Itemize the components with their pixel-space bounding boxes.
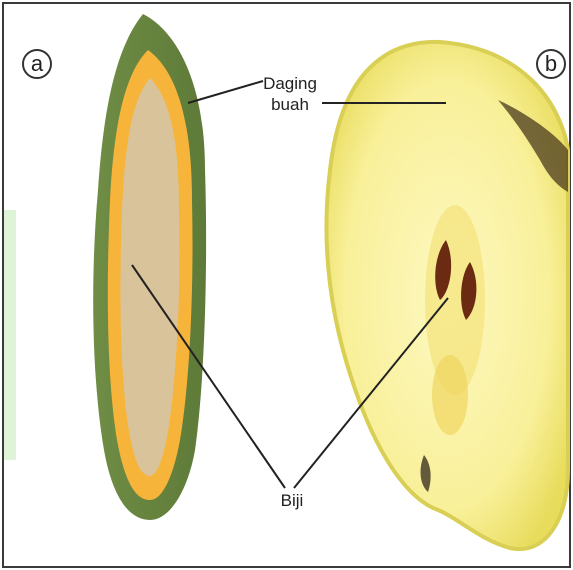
panel-b-label: b — [536, 49, 566, 79]
apple-core-lower — [432, 355, 468, 435]
panel-a-label: a — [22, 49, 52, 79]
flesh-label-line2: buah — [258, 94, 322, 115]
flesh-label: Daging buah — [258, 73, 322, 115]
left-edge-tint — [4, 210, 16, 460]
seed-label: Biji — [270, 490, 314, 511]
flesh-label-line1: Daging — [258, 73, 322, 94]
